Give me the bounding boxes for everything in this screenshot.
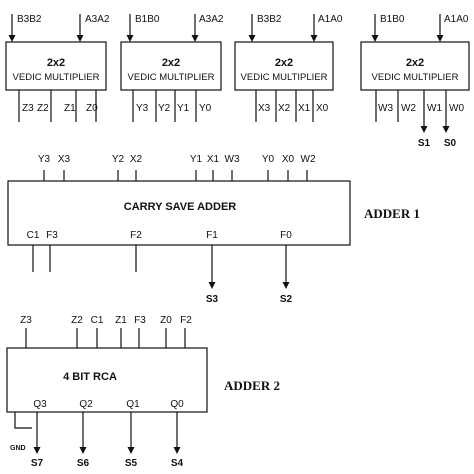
rca-in-f2: F2 — [180, 315, 192, 326]
rca-in-c1: C1 — [91, 315, 104, 326]
multiplier-2-title: 2x2 — [162, 57, 180, 69]
multiplier-4-out-1: W1 — [427, 103, 442, 114]
multiplier-3-subtitle: VEDIC MULTIPLIER — [241, 72, 328, 83]
csa-in-y3: Y3 — [38, 154, 51, 165]
multiplier-1 — [5, 14, 107, 122]
rca-in-f3: F3 — [134, 315, 146, 326]
multiplier-1-out-0: Z0 — [86, 103, 98, 114]
csa-in-y1: Y1 — [190, 154, 203, 165]
multiplier-4-out-3: W3 — [378, 103, 393, 114]
csa-box — [7, 180, 351, 246]
multiplier-3-out-3: X3 — [258, 103, 271, 114]
multiplier-1-box — [5, 41, 107, 91]
multiplier-3-out-1: X1 — [298, 103, 311, 114]
multiplier-4-input-b: A1A0 — [444, 14, 469, 25]
multiplier-4-input-a: B1B0 — [380, 14, 405, 25]
csa-in-x1: X1 — [207, 154, 220, 165]
multiplier-2-box — [120, 41, 222, 91]
csa-out-f2: F2 — [130, 230, 142, 241]
csa-out-c1: C1 — [27, 230, 40, 241]
csa-in-x3: X3 — [58, 154, 71, 165]
multiplier-3-title: 2x2 — [275, 57, 293, 69]
csa-in-y0: Y0 — [262, 154, 275, 165]
rca-out-q1: Q1 — [126, 399, 140, 410]
csa-out-f0: F0 — [280, 230, 292, 241]
csa-out-f3: F3 — [46, 230, 58, 241]
csa-in-w2: W2 — [301, 154, 316, 165]
multiplier-2 — [120, 14, 222, 122]
multiplier-1-input-b: A3A2 — [85, 14, 110, 25]
multiplier-4-out-2: W2 — [401, 103, 416, 114]
rca-in-z1: Z1 — [115, 315, 127, 326]
adder-2-label: ADDER 2 — [224, 378, 280, 393]
csa-in-y2: Y2 — [112, 154, 125, 165]
csa-in-w3: W3 — [225, 154, 240, 165]
rca — [6, 328, 208, 454]
multiplier-4-subtitle: VEDIC MULTIPLIER — [372, 72, 459, 83]
multiplier-3-out-2: X2 — [278, 103, 291, 114]
multiplier-3-box — [234, 41, 334, 91]
multiplier-4-out-0: W0 — [449, 103, 464, 114]
multiplier-2-subtitle: VEDIC MULTIPLIER — [128, 72, 215, 83]
multiplier-1-out-3: Z3 — [22, 103, 34, 114]
csa-final-s3: S3 — [206, 294, 219, 305]
multiplier-1-input-a: B3B2 — [17, 14, 42, 25]
multiplier-1-subtitle: VEDIC MULTIPLIER — [13, 72, 100, 83]
multiplier-2-out-2: Y2 — [158, 103, 171, 114]
multiplier-3-out-0: X0 — [316, 103, 329, 114]
multiplier-4-title: 2x2 — [406, 57, 424, 69]
multiplier-4-box — [360, 41, 470, 91]
csa-out-f1: F1 — [206, 230, 218, 241]
rca-final-s7: S7 — [31, 458, 44, 469]
rca-in-z2: Z2 — [71, 315, 83, 326]
multiplier-2-input-b: A3A2 — [199, 14, 224, 25]
rca-gnd-wire — [14, 412, 32, 429]
csa-in-x0: X0 — [282, 154, 295, 165]
rca-in-z3: Z3 — [20, 315, 32, 326]
multiplier-1-out-2: Z2 — [37, 103, 49, 114]
multiplier-3 — [234, 14, 334, 122]
rca-out-q0: Q0 — [170, 399, 184, 410]
multiplier-2-out-3: Y3 — [136, 103, 149, 114]
rca-out-q3: Q3 — [33, 399, 47, 410]
multiplier-2-out-0: Y0 — [199, 103, 212, 114]
multiplier-1-title: 2x2 — [47, 57, 65, 69]
multiplier-3-input-b: A1A0 — [318, 14, 343, 25]
csa-title: CARRY SAVE ADDER — [124, 201, 237, 213]
rca-ground: GND — [10, 445, 26, 452]
rca-final-s4: S4 — [171, 458, 184, 469]
multiplier-1-out-1: Z1 — [64, 103, 76, 114]
rca-in-z0: Z0 — [160, 315, 172, 326]
csa — [7, 170, 351, 289]
csa-in-x2: X2 — [130, 154, 143, 165]
multiplier-4 — [360, 14, 470, 133]
multiplier-4-final-s0: S0 — [444, 138, 457, 149]
rca-title: 4 BIT RCA — [63, 371, 117, 383]
multiplier-3-input-a: B3B2 — [257, 14, 282, 25]
rca-final-s5: S5 — [125, 458, 138, 469]
multiplier-4-final-s1: S1 — [418, 138, 431, 149]
rca-final-s6: S6 — [77, 458, 90, 469]
multiplier-2-input-a: B1B0 — [135, 14, 160, 25]
rca-out-q2: Q2 — [79, 399, 93, 410]
csa-final-s2: S2 — [280, 294, 293, 305]
multiplier-2-out-1: Y1 — [177, 103, 190, 114]
adder-1-label: ADDER 1 — [364, 206, 420, 221]
rca-box — [6, 347, 208, 413]
